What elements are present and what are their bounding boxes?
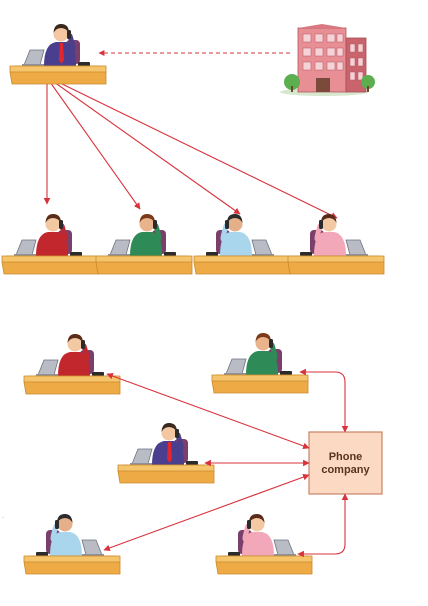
torso-icon bbox=[246, 351, 278, 375]
laptop-icon bbox=[345, 239, 367, 256]
desk-icon bbox=[117, 464, 215, 484]
arrow-pc-bottom-2 bbox=[299, 368, 349, 433]
arm-icon bbox=[59, 223, 68, 242]
torso-icon bbox=[130, 232, 162, 256]
worker-top-4 bbox=[287, 214, 385, 275]
arm-icon bbox=[81, 343, 90, 362]
arrow-boss-to-top-2 bbox=[49, 81, 141, 210]
torso-icon bbox=[36, 232, 68, 256]
hair-icon bbox=[227, 214, 243, 223]
desk-phone-icon bbox=[78, 62, 90, 66]
desk-icon bbox=[9, 65, 107, 85]
desk-icon bbox=[23, 375, 121, 395]
arrow-pc-bottom-4 bbox=[103, 473, 310, 552]
desk-icon bbox=[211, 374, 309, 394]
office-building bbox=[280, 24, 375, 96]
desk-icon bbox=[1, 255, 99, 275]
worker-top-2 bbox=[95, 214, 193, 275]
desk-phone-icon bbox=[164, 252, 176, 256]
worker-bottom-1 bbox=[23, 334, 121, 395]
arrow-boss-to-top-3 bbox=[53, 81, 241, 215]
phone-handset-icon bbox=[319, 220, 323, 229]
torso-icon bbox=[50, 532, 82, 556]
laptop-icon bbox=[225, 358, 247, 375]
phone-handset-icon bbox=[81, 340, 85, 349]
phone-company-label-line1: Phone bbox=[329, 451, 363, 463]
phone-handset-icon bbox=[153, 220, 157, 229]
arm-icon bbox=[153, 223, 162, 242]
arm-icon bbox=[50, 523, 59, 542]
phone-handset-icon bbox=[67, 30, 71, 39]
head-icon bbox=[139, 216, 155, 232]
phone-handset-icon bbox=[247, 520, 251, 529]
torso-icon bbox=[58, 352, 90, 376]
arrow-pc-bottom-5 bbox=[297, 493, 349, 558]
head-icon bbox=[227, 216, 243, 232]
desk-phone-icon bbox=[206, 252, 218, 256]
hair-icon bbox=[45, 214, 61, 223]
arm-icon bbox=[67, 33, 76, 52]
laptop-icon bbox=[109, 239, 131, 256]
worker-boss bbox=[9, 24, 107, 85]
laptop-icon bbox=[251, 239, 273, 256]
worker-bottom-4 bbox=[23, 514, 121, 575]
laptop-icon bbox=[15, 239, 37, 256]
hair-icon bbox=[255, 333, 271, 342]
hair-icon bbox=[321, 214, 337, 223]
desk-phone-icon bbox=[280, 371, 292, 375]
torso-icon bbox=[314, 232, 346, 256]
hair-icon bbox=[139, 214, 155, 223]
desk-icon bbox=[23, 555, 121, 575]
phone-handset-icon bbox=[225, 220, 229, 229]
head-icon bbox=[67, 336, 83, 352]
torso-icon bbox=[220, 232, 252, 256]
phone-handset-icon bbox=[175, 429, 179, 438]
desk-phone-icon bbox=[228, 552, 240, 556]
head-icon bbox=[321, 216, 337, 232]
head-icon bbox=[57, 516, 73, 532]
desk-phone-icon bbox=[36, 552, 48, 556]
arm-icon bbox=[269, 342, 278, 361]
desk-phone-icon bbox=[70, 252, 82, 256]
hair-icon bbox=[57, 514, 73, 523]
arm-icon bbox=[220, 223, 229, 242]
worker-top-3 bbox=[193, 214, 291, 275]
worker-top-1 bbox=[1, 214, 99, 275]
desk-phone-icon bbox=[92, 372, 104, 376]
arrow-pc-bottom-1 bbox=[106, 372, 310, 450]
laptop-icon bbox=[37, 359, 59, 376]
tie-icon bbox=[59, 43, 64, 64]
desk-phone-icon bbox=[300, 252, 312, 256]
broadcast-arrows bbox=[43, 81, 338, 219]
arm-icon bbox=[314, 223, 323, 242]
head-icon bbox=[53, 26, 69, 42]
hair-icon bbox=[67, 334, 83, 343]
phone-handset-icon bbox=[59, 220, 63, 229]
head-icon bbox=[45, 216, 61, 232]
laptop-icon bbox=[131, 448, 153, 465]
worker-bottom-3 bbox=[117, 423, 215, 484]
desk-icon bbox=[95, 255, 193, 275]
phone-handset-icon bbox=[269, 339, 273, 348]
worker-bottom-2 bbox=[211, 333, 309, 394]
phone-company-box: Phone company bbox=[308, 431, 383, 495]
phone-handset-icon bbox=[55, 520, 59, 529]
phone-company-label-line2: company bbox=[321, 464, 370, 476]
desk-icon bbox=[193, 255, 291, 275]
head-icon bbox=[255, 335, 271, 351]
arrow-boss-to-top-4 bbox=[57, 81, 338, 219]
desk-icon bbox=[287, 255, 385, 275]
laptop-icon bbox=[23, 49, 45, 66]
edge-mark: . bbox=[2, 513, 4, 520]
laptop-icon bbox=[81, 539, 103, 556]
worker-bottom-5 bbox=[215, 514, 313, 575]
laptop-icon bbox=[273, 539, 295, 556]
desk-phone-icon bbox=[186, 461, 198, 465]
desk-icon bbox=[215, 555, 313, 575]
hair-icon bbox=[53, 24, 69, 33]
network-arrows bbox=[103, 368, 349, 558]
